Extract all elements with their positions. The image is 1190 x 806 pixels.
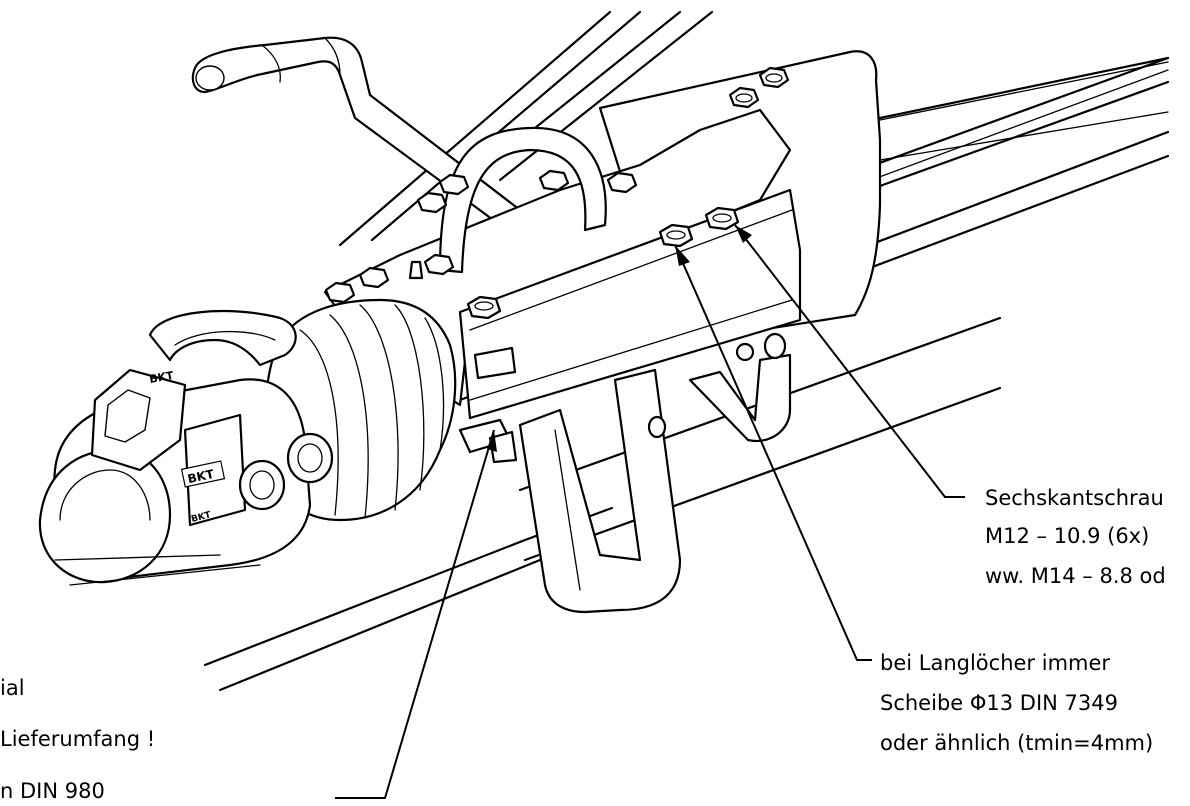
hex-bolt	[466, 295, 502, 320]
arrow-material	[487, 430, 497, 452]
callout-slot-holes-line2: Scheibe Φ13 DIN 7349	[880, 691, 1118, 715]
callout-material: ial Lieferumfang ! n DIN 980	[0, 676, 155, 803]
pin	[408, 260, 424, 280]
brand-mark-box: BKT	[186, 467, 216, 486]
bracket-hoop	[438, 126, 607, 274]
hex-bolt	[704, 206, 740, 231]
hex-bolt	[358, 266, 390, 289]
upper-frame-rails	[338, 10, 714, 247]
hex-bolt	[758, 66, 790, 89]
leader-lines	[335, 224, 965, 799]
callout-material-line1: ial	[0, 676, 25, 700]
arrow-hex-bolt	[735, 225, 752, 243]
hex-bolts-top	[324, 66, 790, 320]
brand-mark-top: BKT	[148, 369, 175, 386]
hex-bolt	[416, 191, 448, 214]
callout-slot-holes-line1: bei Langlöcher immer	[880, 651, 1110, 675]
brand-mark-small: BKT	[190, 510, 213, 525]
hex-bolt	[438, 173, 470, 196]
hex-bolt	[728, 86, 760, 109]
lower-bracket	[458, 332, 792, 614]
arrow-slot-holes	[675, 245, 690, 266]
hex-bolt	[606, 171, 638, 194]
callout-hex-bolt-line3: ww. M14 – 8.8 od	[985, 564, 1166, 588]
coupling-brand-marks: BKT BKT BKT	[148, 369, 226, 525]
handbrake-lever	[191, 36, 522, 227]
callout-material-line2: Lieferumfang !	[0, 727, 155, 751]
hex-bolt	[658, 223, 694, 248]
hex-bolt	[423, 253, 455, 276]
callout-material-line3: n DIN 980	[0, 779, 105, 802]
callout-hex-bolt: Sechskantschrau M12 – 10.9 (6x) ww. M14 …	[985, 486, 1166, 588]
callout-hex-bolt-line2: M12 – 10.9 (6x)	[985, 524, 1149, 548]
coupling-head	[38, 310, 334, 586]
hex-bolt	[538, 169, 570, 192]
callout-slot-holes: bei Langlöcher immer Scheibe Φ13 DIN 734…	[880, 651, 1153, 755]
callout-hex-bolt-line1: Sechskantschrau	[985, 486, 1164, 510]
leader-material	[335, 429, 495, 799]
hex-bolt	[324, 281, 356, 304]
callout-slot-holes-line3: oder ähnlich (tmin=4mm)	[880, 731, 1153, 755]
leader-hex-bolt	[734, 224, 965, 498]
leader-slot-holes	[674, 244, 872, 661]
